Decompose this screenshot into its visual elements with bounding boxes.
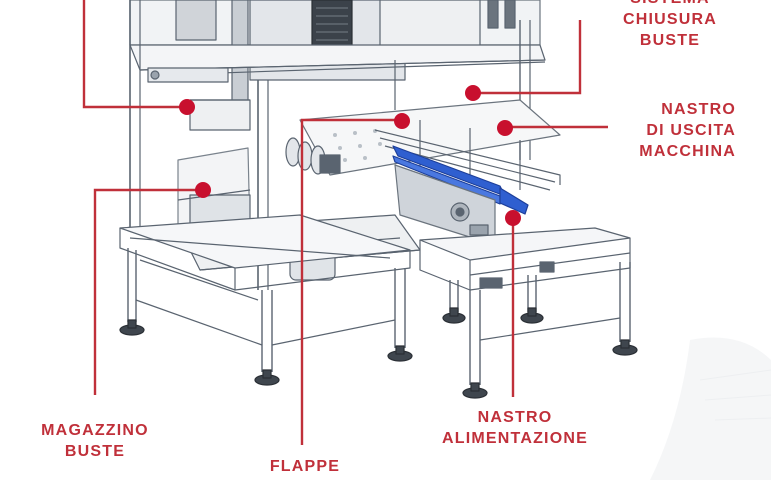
leader-magazzino (93, 188, 203, 395)
marker-flappe (394, 113, 410, 129)
label-magazzino-buste: MAGAZZINO BUSTE (41, 422, 149, 460)
leader-lines (82, 0, 608, 445)
callout-markers (179, 85, 521, 226)
leader-top-left (82, 0, 187, 109)
background-decoration (650, 337, 771, 480)
label-nastro-alimentazione: NASTRO ALIMENTAZIONE (442, 409, 588, 447)
label-flappe: FLAPPE (269, 458, 341, 475)
leader-chiusura (473, 20, 582, 95)
leader-flappe (300, 118, 400, 445)
machine-frame (119, 0, 638, 399)
marker-top-left (179, 99, 195, 115)
label-sistema-chiusura-buste: SISTEMA CHIUSURA BUSTE (622, 0, 718, 49)
marker-chiusura (465, 85, 481, 101)
label-nastro-uscita: NASTRO DI USCITA MACCHINA (639, 101, 736, 160)
marker-magazzino (195, 182, 211, 198)
marker-uscita (497, 120, 513, 136)
marker-alimentazione (505, 210, 521, 226)
